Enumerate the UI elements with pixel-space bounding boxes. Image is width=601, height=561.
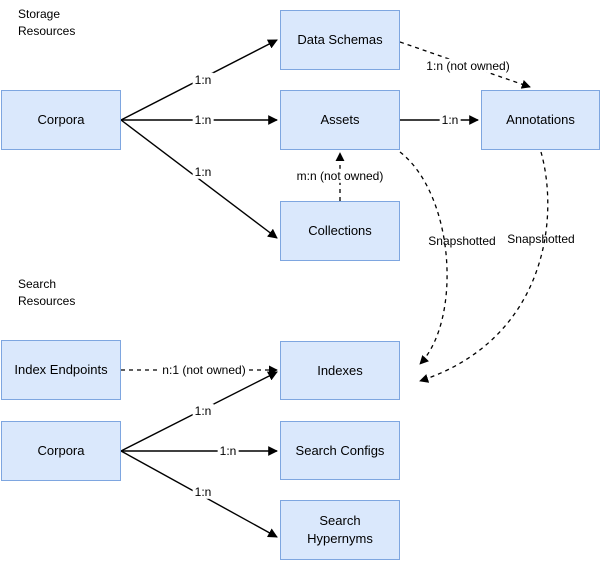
group-label-storage: Storage Resources xyxy=(18,7,76,38)
group-label-search: Search Resources xyxy=(18,277,76,308)
node-search-hypernyms[interactable]: Search Hypernyms xyxy=(280,500,400,560)
edge-label-corpora-to-search-configs: 1:n xyxy=(217,443,239,459)
edge-label-corpora-to-data-schemas: 1:n xyxy=(192,72,214,88)
edge-label-corpora-to-search-hypernyms: 1:n xyxy=(192,484,214,500)
edge-label-corpora-to-collections: 1:n xyxy=(192,164,214,180)
edge-label-index-endpoints-to-indexes: n:1 (not owned) xyxy=(160,362,248,378)
edge-label-assets-to-annotations: 1:n xyxy=(439,112,461,128)
edge-label-corpora-to-assets: 1:n xyxy=(192,112,214,128)
node-index-endpoints[interactable]: Index Endpoints xyxy=(1,340,121,400)
edge-label-data-schemas-to-annotations: 1:n (not owned) xyxy=(424,58,512,74)
edge-label-corpora-to-indexes: 1:n xyxy=(192,403,214,419)
node-corpora-search[interactable]: Corpora xyxy=(1,421,121,481)
edge-data-schemas-to-annotations xyxy=(399,41,531,89)
edge-annotations-to-indexes xyxy=(419,151,549,383)
node-annotations[interactable]: Annotations xyxy=(481,90,600,150)
edge-label-collections-to-assets: m:n (not owned) xyxy=(294,168,386,184)
node-collections[interactable]: Collections xyxy=(280,201,400,261)
node-assets[interactable]: Assets xyxy=(280,90,400,150)
node-corpora-storage[interactable]: Corpora xyxy=(1,90,121,150)
edge-label-assets-to-indexes: Snapshotted xyxy=(428,233,496,248)
node-data-schemas[interactable]: Data Schemas xyxy=(280,10,400,70)
node-indexes[interactable]: Indexes xyxy=(280,341,400,400)
edge-label-annotations-to-indexes: Snapshotted xyxy=(507,231,575,246)
node-search-configs[interactable]: Search Configs xyxy=(280,421,400,480)
edge-assets-to-indexes xyxy=(399,151,448,365)
